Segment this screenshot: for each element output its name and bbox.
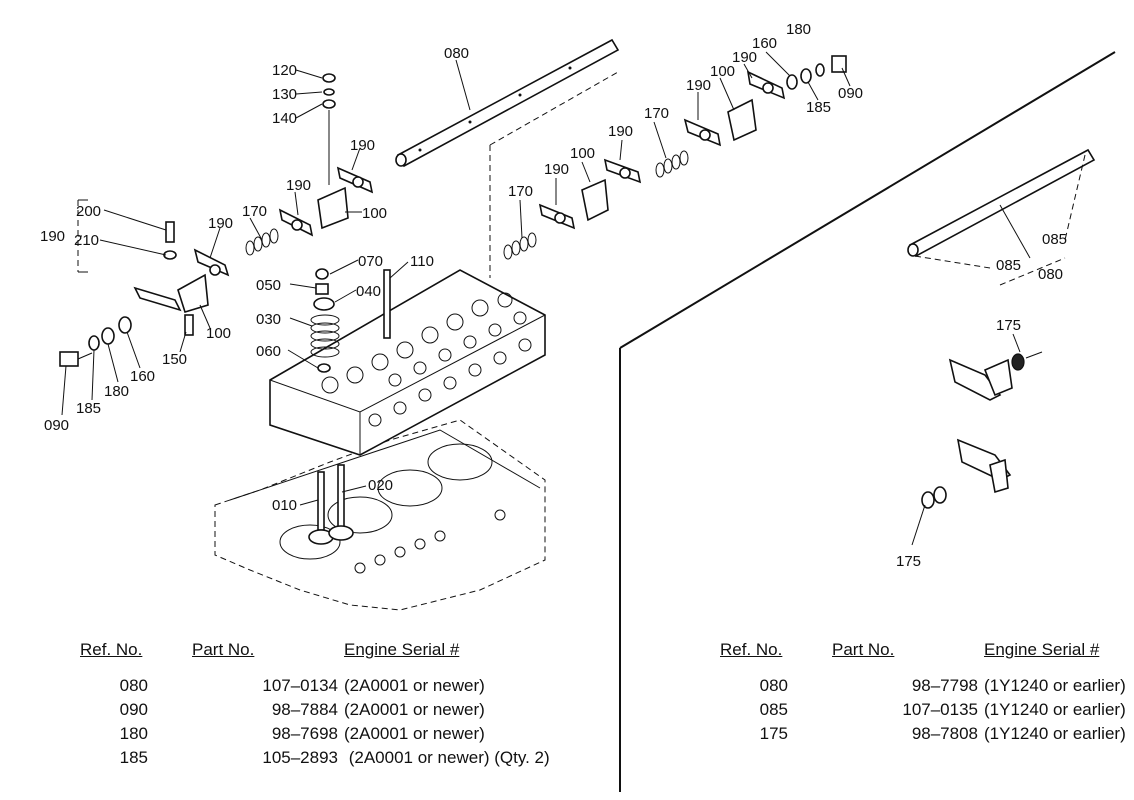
callout-100-c: 100 xyxy=(570,145,595,162)
parts-table-old: Ref. No. Part No. Engine Serial # 080 98… xyxy=(720,638,1126,746)
rocker-arms-right xyxy=(489,55,847,278)
cell-serial: (2A0001 or newer) xyxy=(344,676,485,695)
callout-020: 020 xyxy=(368,477,393,494)
callout-180-b: 180 xyxy=(786,21,811,38)
parts-table-new: Ref. No. Part No. Engine Serial # 080 10… xyxy=(80,638,550,770)
cell-part: 98–7798 xyxy=(911,676,978,695)
callout-190-e: 190 xyxy=(544,161,569,178)
table-row: 080 98–7798 (1Y1240 or earlier) xyxy=(720,674,1126,698)
cell-serial: (1Y1240 or earlier) xyxy=(984,676,1126,695)
cell-part: 107–0135 xyxy=(902,700,978,719)
valves xyxy=(308,464,354,545)
header-part-no: Part No. xyxy=(192,640,255,659)
callout-175-b: 175 xyxy=(896,553,921,570)
table-row: 180 98–7698 (2A0001 or newer) xyxy=(80,722,550,746)
cylinder-head xyxy=(269,269,546,456)
callout-050: 050 xyxy=(256,277,281,294)
callout-080-b: 080 xyxy=(1038,266,1063,283)
callout-170-c: 170 xyxy=(644,105,669,122)
callout-030: 030 xyxy=(256,311,281,328)
callout-040: 040 xyxy=(356,283,381,300)
callout-160-b: 160 xyxy=(752,35,777,52)
section-divider xyxy=(619,51,1116,792)
callout-185-b: 185 xyxy=(806,99,831,116)
header-ref-no: Ref. No. xyxy=(720,640,783,659)
cell-ref: 180 xyxy=(119,724,148,743)
table-row: 175 98–7808 (1Y1240 or earlier) xyxy=(720,722,1126,746)
callout-110: 110 xyxy=(410,253,434,270)
callout-labels: 080 120 130 140 190 190 100 170 190 200 … xyxy=(40,21,1067,570)
callout-130: 130 xyxy=(272,86,297,103)
callout-180-a: 180 xyxy=(104,383,129,400)
callout-070: 070 xyxy=(358,253,383,270)
callout-100-b: 100 xyxy=(206,325,231,342)
callout-160-a: 160 xyxy=(130,368,155,385)
cell-ref: 080 xyxy=(119,676,148,695)
cell-part: 105–2893 xyxy=(262,748,338,767)
table-header: Ref. No. Part No. Engine Serial # xyxy=(80,638,550,664)
cell-serial: (1Y1240 or earlier) xyxy=(984,700,1126,719)
header-engine-serial: Engine Serial # xyxy=(984,640,1100,659)
rocker-shaft-top xyxy=(395,38,620,168)
cell-serial: (2A0001 or newer) xyxy=(344,724,485,743)
callout-190-b: 190 xyxy=(286,177,311,194)
callout-190-d: 190 xyxy=(40,228,65,245)
cell-part: 98–7808 xyxy=(911,724,978,743)
callout-140: 140 xyxy=(272,110,297,127)
callout-175-a: 175 xyxy=(996,317,1021,334)
table-row: 080 107–0134 (2A0001 or newer) xyxy=(80,674,550,698)
table-header: Ref. No. Part No. Engine Serial # xyxy=(720,638,1126,664)
table-row: 185 105–2893 (2A0001 or newer) (Qty. 2) xyxy=(80,746,550,770)
callout-085-a: 085 xyxy=(1042,231,1067,248)
header-ref-no: Ref. No. xyxy=(80,640,143,659)
old-rocker-assembly xyxy=(911,333,1043,546)
bolt-washers-left xyxy=(59,316,132,367)
callout-010: 010 xyxy=(272,497,297,514)
table-row: 085 107–0135 (1Y1240 or earlier) xyxy=(720,698,1126,722)
small-fasteners xyxy=(163,73,336,336)
callout-100-d: 100 xyxy=(710,63,735,80)
cell-ref: 080 xyxy=(759,676,788,695)
cell-part: 98–7884 xyxy=(271,700,338,719)
callout-090-a: 090 xyxy=(44,417,69,434)
callout-210: 210 xyxy=(74,232,99,249)
callout-190-a: 190 xyxy=(350,137,375,154)
cell-ref: 090 xyxy=(119,700,148,719)
callout-170-a: 170 xyxy=(242,203,267,220)
header-part-no: Part No. xyxy=(832,640,895,659)
cell-serial: (1Y1240 or earlier) xyxy=(984,724,1126,743)
cell-serial: (2A0001 or newer) xyxy=(344,700,485,719)
rocker-arms-left xyxy=(133,166,374,313)
engine-block xyxy=(214,419,546,611)
cell-ref: 175 xyxy=(759,724,788,743)
cell-part: 107–0134 xyxy=(262,676,338,695)
cell-ref: 085 xyxy=(759,700,788,719)
callout-190-c: 190 xyxy=(208,215,233,232)
callout-080: 080 xyxy=(444,45,469,62)
callout-085-b: 085 xyxy=(996,257,1021,274)
callout-185-a: 185 xyxy=(76,400,101,417)
table-row: 090 98–7884 (2A0001 or newer) xyxy=(80,698,550,722)
leader-lines xyxy=(61,51,851,506)
callout-150: 150 xyxy=(162,351,187,368)
callout-120: 120 xyxy=(272,62,297,79)
callout-170-b: 170 xyxy=(508,183,533,200)
callout-100-a: 100 xyxy=(362,205,387,222)
header-engine-serial: Engine Serial # xyxy=(344,640,460,659)
callout-190-g: 190 xyxy=(686,77,711,94)
rocker-shaft-old xyxy=(907,148,1096,286)
cell-ref: 185 xyxy=(119,748,148,767)
callout-190-h: 190 xyxy=(732,49,757,66)
callout-060: 060 xyxy=(256,343,281,360)
cell-serial: (2A0001 or newer) (Qty. 2) xyxy=(344,748,550,767)
cell-part: 98–7698 xyxy=(271,724,338,743)
callout-190-f: 190 xyxy=(608,123,633,140)
callout-200: 200 xyxy=(76,203,101,220)
callout-090-b: 090 xyxy=(838,85,863,102)
